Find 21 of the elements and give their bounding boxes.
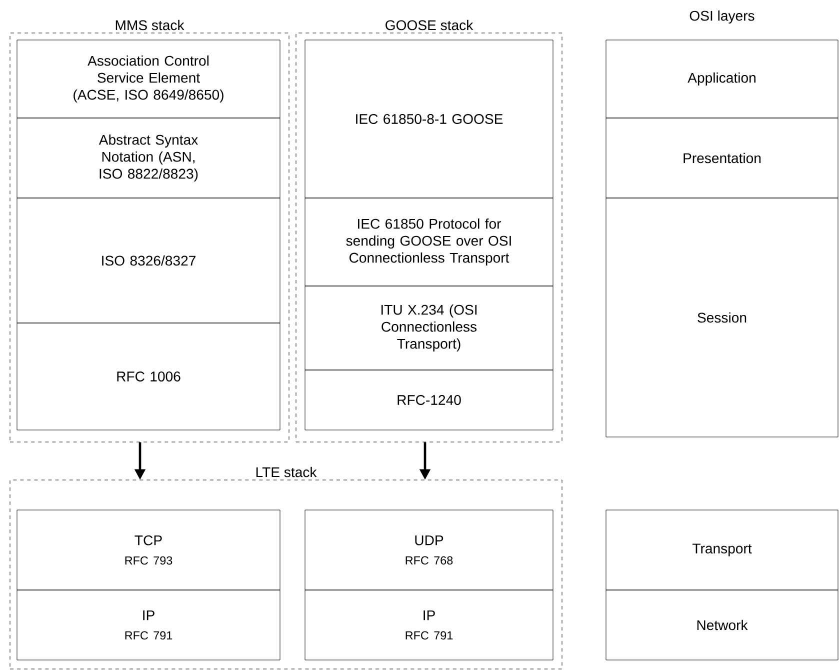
node-label: MMS stack [116, 20, 184, 30]
layer-box: IP RFC 791 [304, 590, 554, 660]
layer-box: IEC 61850-8-1 GOOSE [304, 40, 554, 198]
layer-box: IP RFC 791 [16, 590, 280, 660]
layer-box: Application [606, 40, 838, 118]
layer-box: Presentation [606, 118, 838, 198]
node-label: LTE stack [256, 466, 317, 478]
layer-box: ISO 8326/8327 [16, 198, 280, 324]
layer-box: Transport [606, 510, 838, 590]
layer-box: TCP RFC 793 [16, 510, 280, 590]
layer-box: Network [606, 590, 838, 660]
layer-box: UDP RFC 768 [304, 510, 554, 590]
layer-box: RFC 1006 [16, 322, 280, 430]
node-label: GOOSE stack [386, 20, 474, 30]
layer-box: Abstract Syntax Notation (ASN, ISO 8822/8823) [16, 118, 280, 198]
layer-box: ITU X.234 (OSI Connectionless Transport) [304, 286, 554, 370]
layer-box: RFC-1240 [304, 370, 554, 430]
column-heading: OSI layers [690, 10, 754, 24]
layer-box: Session [606, 198, 838, 438]
layer-box: Association Control Service Element (ACSE, ISO 8649/8650) [16, 40, 280, 118]
layer-box: IEC 61850 Protocol for sending GOOSE over OSI Connectionless Transport [304, 198, 554, 286]
